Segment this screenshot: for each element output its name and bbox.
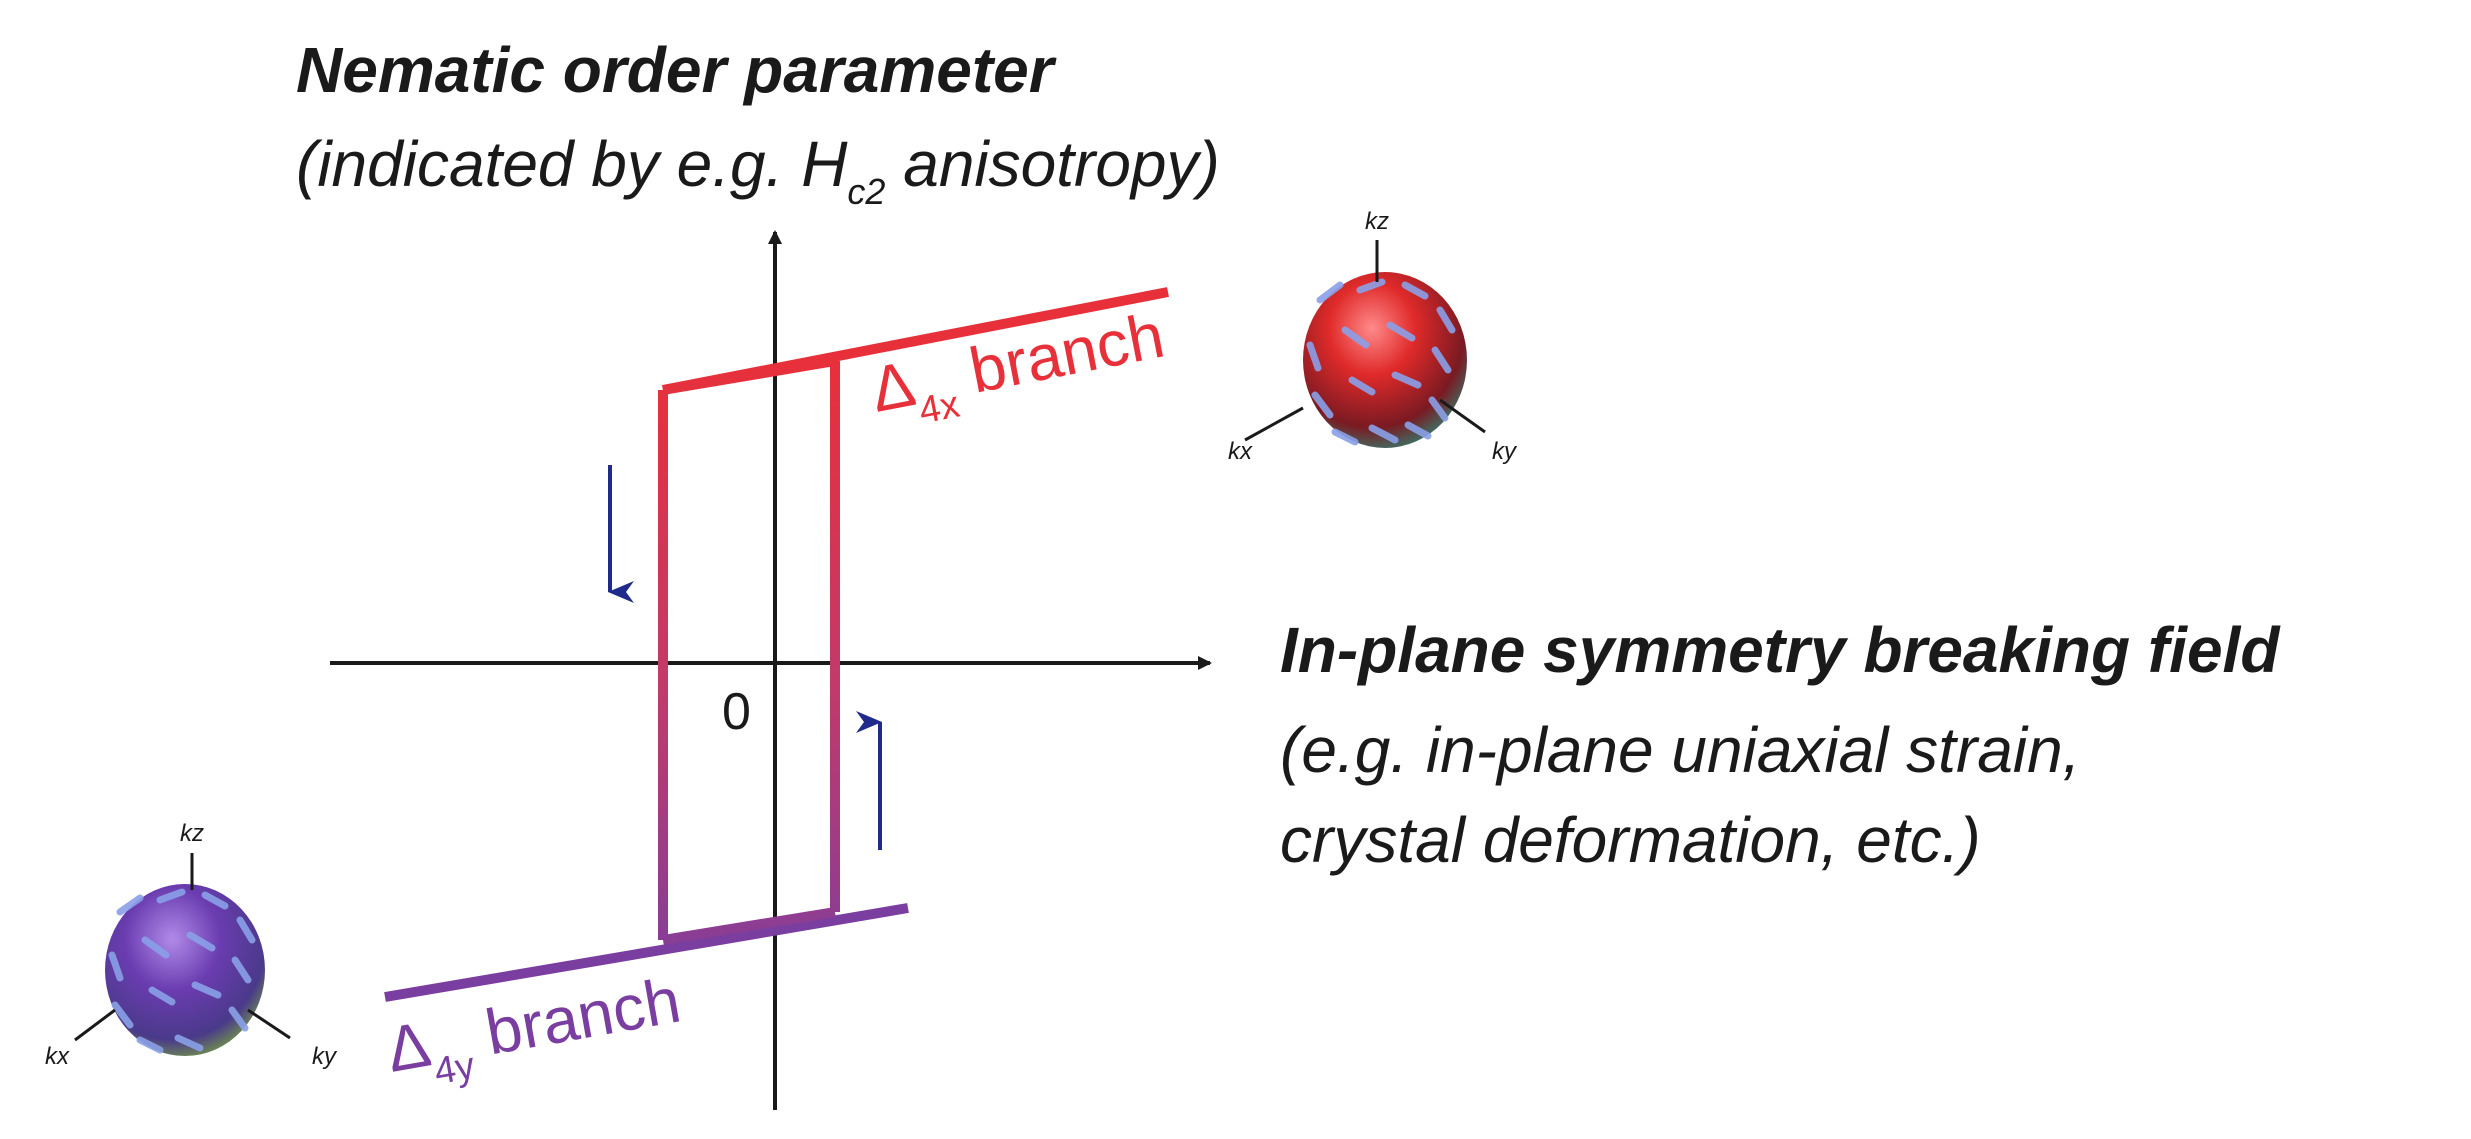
lower-branch-subscript: 4y bbox=[431, 1044, 478, 1094]
lower-sphere-kx-label: kx bbox=[45, 1043, 69, 1070]
upper-sphere-kz-label: kz bbox=[1365, 208, 1389, 235]
lower-order-parameter-sphere bbox=[74, 853, 291, 1056]
y-axis-subtitle-subscript: c2 bbox=[847, 171, 886, 212]
y-axis-title: Nematic order parameter bbox=[296, 34, 1054, 106]
y-axis-subtitle: (indicated by e.g. Hc2 anisotropy) bbox=[296, 132, 1220, 210]
y-axis-subtitle-prefix: (indicated by e.g. H bbox=[296, 128, 848, 200]
x-axis-title: In-plane symmetry breaking field bbox=[1280, 614, 2280, 686]
upper-sphere-kx-label: kx bbox=[1228, 438, 1252, 465]
x-axis-subtitle-line2: crystal deformation, etc.) bbox=[1280, 804, 1981, 876]
lower-branch-line bbox=[384, 903, 909, 1002]
lower-sphere-ky-label: ky bbox=[312, 1043, 336, 1070]
hysteresis-loop bbox=[658, 356, 840, 945]
upper-order-parameter-sphere bbox=[1244, 240, 1486, 448]
y-axis-subtitle-suffix: anisotropy) bbox=[885, 128, 1220, 200]
x-axis-subtitle-line1: (e.g. in-plane uniaxial strain, bbox=[1280, 714, 2081, 786]
lower-sphere-kz-label: kz bbox=[180, 820, 204, 847]
origin-label: 0 bbox=[722, 683, 751, 741]
upper-sphere-ky-label: ky bbox=[1492, 438, 1516, 465]
upper-branch-subscript: 4x bbox=[915, 383, 963, 433]
